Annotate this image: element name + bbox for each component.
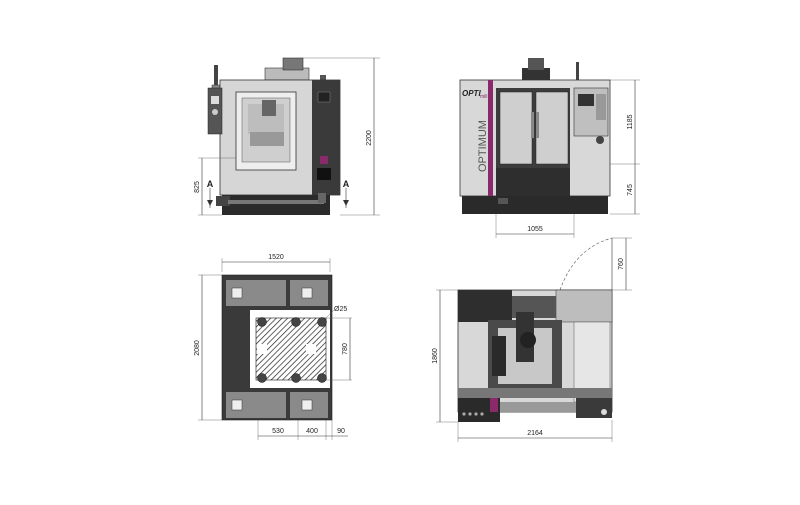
section-label-left: A — [207, 179, 214, 189]
brand-top-suffix: mill — [480, 94, 488, 100]
dim-circle: Ø25 — [334, 306, 347, 313]
dim-width-total: 2164 — [527, 430, 543, 437]
dim-width-top: 1520 — [268, 254, 284, 261]
dim-top-depth: 1860 — [432, 348, 439, 364]
dim-a: 530 — [272, 428, 284, 435]
dim-width: 1055 — [527, 226, 543, 233]
section-label-right: A — [343, 179, 350, 189]
top-view: 760 1860 2164 — [432, 237, 632, 442]
side-view: OPTI mill OPTIMUM 1185 745 1055 — [459, 58, 640, 238]
dim-height-upper: 1185 — [627, 114, 634, 129]
brand-top: OPTI — [462, 89, 481, 98]
dim-b: 400 — [306, 428, 318, 435]
front-view: A A 2200 825 — [194, 57, 380, 216]
brand-vertical: OPTIMUM — [477, 120, 489, 172]
dim-depth: 2080 — [194, 340, 201, 356]
floor-plan: 1520 Ø25 780 — [194, 254, 352, 440]
dim-height-table: 825 — [194, 181, 201, 193]
dim-height-lower: 745 — [627, 184, 634, 196]
dim-door-swing: 760 — [618, 258, 625, 270]
dim-c: 90 — [337, 428, 345, 435]
dim-table-depth: 780 — [342, 343, 349, 355]
dim-height-total: 2200 — [366, 130, 373, 146]
